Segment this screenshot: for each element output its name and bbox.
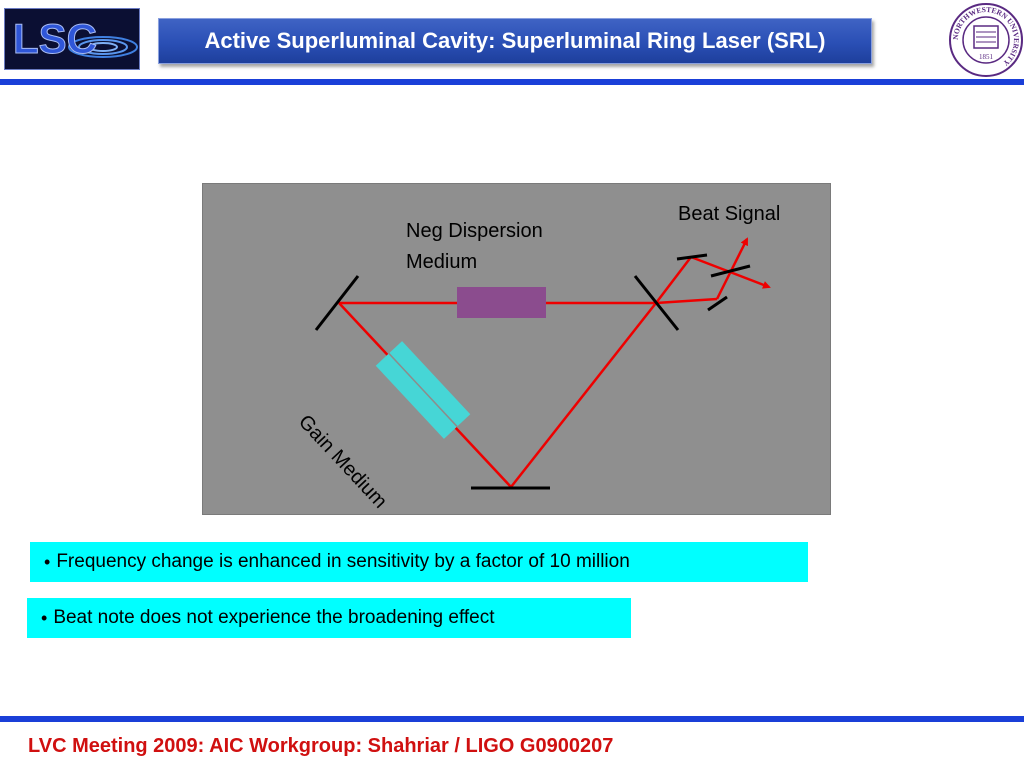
mirror-top-left [314, 275, 360, 331]
slide-title: Active Superluminal Cavity: Superluminal… [158, 18, 872, 64]
bullet-dot: • [44, 551, 51, 572]
beam-combiner [710, 264, 751, 278]
beam-right-diagonal [510, 302, 657, 488]
steering-mirror-upper [676, 253, 708, 261]
seal-year: 1851 [979, 53, 994, 61]
neg-dispersion-label-line2: Medium [406, 251, 478, 273]
lsc-logo: LSC [4, 8, 140, 70]
northwestern-seal: NORTHWESTERN UNIVERSITY 1851 [949, 3, 1023, 77]
bullet-text: Beat note does not experience the broade… [53, 607, 495, 628]
neg-dispersion-label-line1: Neg Dispersion [406, 220, 543, 242]
srl-diagram: Neg Dispersion Medium Beat Signal Gain M… [202, 183, 831, 515]
neg-dispersion-medium [457, 287, 546, 318]
beat-signal-label: Beat Signal [678, 203, 781, 225]
bullet-dot: • [41, 607, 48, 628]
gain-medium [375, 341, 471, 439]
bullet-text: Frequency change is enhanced in sensitiv… [56, 551, 630, 572]
footer-divider [0, 716, 1024, 722]
neg-dispersion-label: Neg Dispersion Medium [406, 216, 543, 278]
steering-mirror-lower [707, 295, 728, 312]
beam-beat-2 [715, 237, 749, 300]
header-divider [0, 79, 1024, 85]
beam-output-lower [655, 297, 718, 305]
bullet-sensitivity: • Frequency change is enhanced in sensit… [30, 542, 808, 582]
lsc-logo-text: LSC [13, 15, 97, 62]
bullet-broadening: • Beat note does not experience the broa… [27, 598, 631, 638]
footer-text: LVC Meeting 2009: AIC Workgroup: Shahria… [28, 735, 614, 757]
beam-output-upper [655, 256, 692, 304]
output-coupler [633, 275, 680, 331]
